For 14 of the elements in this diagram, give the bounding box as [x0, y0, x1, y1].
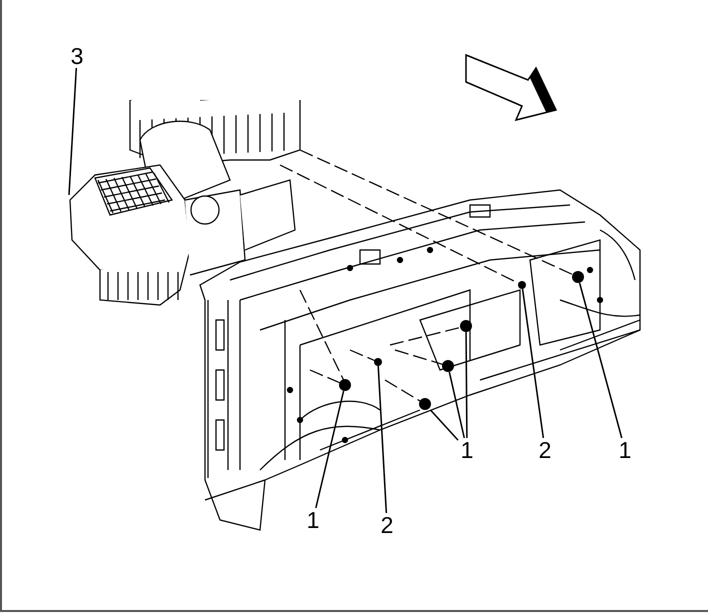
leader-line: [448, 372, 466, 438]
leader-line: [315, 390, 344, 508]
leader-line: [522, 288, 544, 438]
leader-line: [578, 282, 622, 438]
leader-line: [377, 366, 388, 514]
callout-number: 1: [304, 508, 322, 532]
callout-number: 2: [378, 513, 396, 537]
callout-number: 3: [68, 44, 86, 68]
leader-line: [465, 332, 468, 438]
callout-number: 1: [458, 438, 476, 462]
leader-line: [430, 410, 459, 441]
callout-number: 1: [616, 438, 634, 462]
leader-line: [68, 68, 78, 196]
callout-number: 2: [536, 438, 554, 462]
